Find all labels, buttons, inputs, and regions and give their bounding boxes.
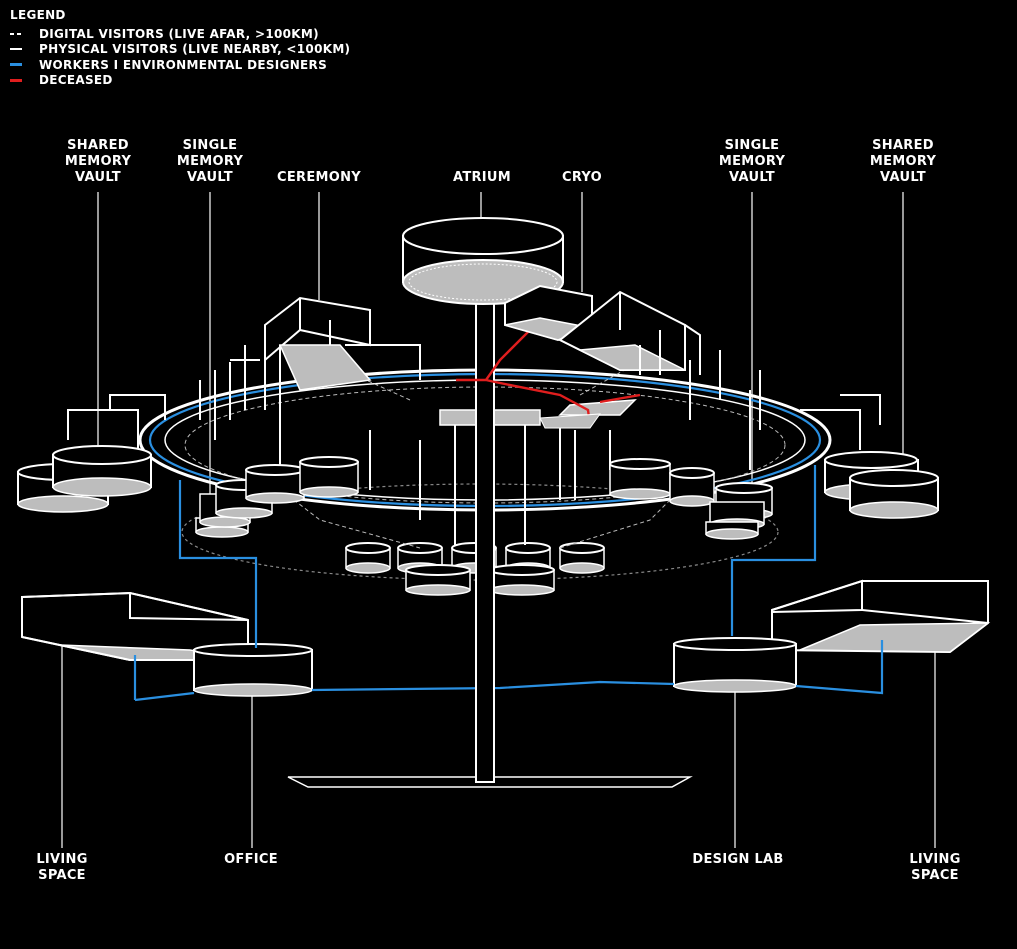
legend: LEGEND DIGITAL VISITORS (LIVE AFAR, >100… — [10, 8, 350, 88]
label-single-vault-left: SINGLE MEMORY VAULT — [176, 138, 244, 185]
label-ceremony: CEREMONY — [277, 170, 361, 185]
label-design-lab: DESIGN LAB — [692, 852, 784, 867]
label-office: OFFICE — [224, 852, 278, 867]
design-lab-pod — [673, 637, 797, 693]
single-vaults-left — [195, 456, 359, 538]
cryo-structure — [504, 284, 701, 375]
atrium-column — [475, 282, 495, 783]
visitor-connectors — [67, 345, 881, 470]
legend-item-label: DIGITAL VISITORS (LIVE AFAR, >100KM) — [39, 26, 319, 41]
leader-lines — [61, 192, 936, 848]
legend-item-label: PHYSICAL VISITORS (LIVE NEARBY, <100KM) — [39, 42, 351, 57]
legend-item-deceased: DECEASED — [10, 73, 350, 89]
legend-item-label: WORKERS I ENVIRONMENTAL DESIGNERS — [39, 57, 328, 72]
legend-item-physical: PHYSICAL VISITORS (LIVE NEARBY, <100KM) — [10, 42, 350, 58]
red-line-swatch — [10, 78, 22, 82]
label-shared-vault-left: SHARED MEMORY VAULT — [64, 138, 132, 185]
legend-title: LEGEND — [10, 8, 66, 22]
shared-vault-left — [17, 445, 152, 513]
dashed-line-swatch — [10, 32, 22, 35]
legend-item-digital: DIGITAL VISITORS (LIVE AFAR, >100KM) — [10, 26, 350, 42]
atrium-pod — [402, 217, 564, 305]
legend-item-label: DECEASED — [39, 73, 113, 88]
inner-structure — [254, 349, 701, 549]
label-living-space-right: LIVING SPACE — [909, 852, 961, 883]
legend-item-workers: WORKERS I ENVIRONMENTAL DESIGNERS — [10, 57, 350, 73]
office-pod — [193, 643, 313, 697]
ceremony-structure — [229, 296, 421, 420]
worker-route-lower — [133, 465, 884, 702]
label-shared-vault-right: SHARED MEMORY VAULT — [869, 138, 937, 185]
shared-vault-right — [824, 451, 939, 519]
lower-pods — [345, 542, 605, 596]
label-single-vault-right: SINGLE MEMORY VAULT — [718, 138, 786, 185]
white-line-swatch — [10, 48, 22, 51]
label-cryo: CRYO — [561, 170, 603, 185]
label-atrium: ATRIUM — [452, 170, 512, 185]
blue-line-swatch — [10, 63, 22, 67]
living-space-right — [771, 579, 991, 654]
single-vaults-right — [609, 458, 773, 540]
label-living-space-left: LIVING SPACE — [36, 852, 88, 883]
